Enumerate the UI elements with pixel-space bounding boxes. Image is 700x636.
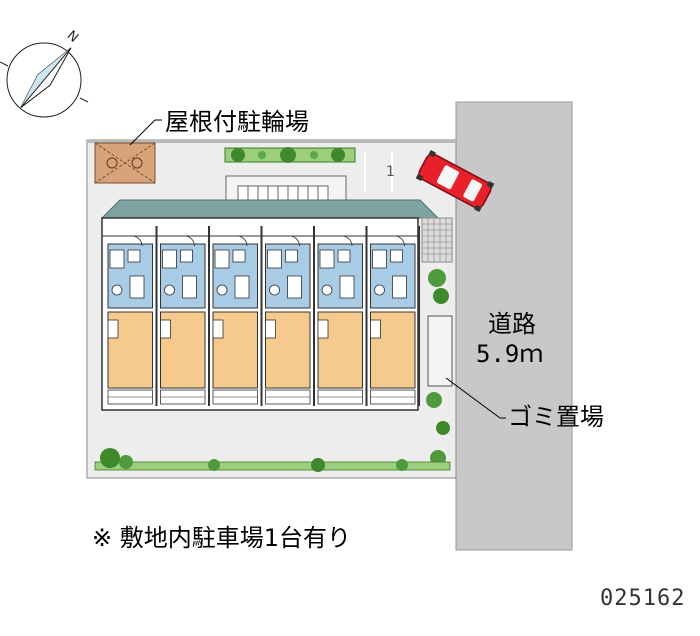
apartment-unit — [370, 226, 420, 406]
building-roof — [100, 199, 440, 219]
apartment-unit — [212, 226, 263, 406]
garbage-area-label: ゴミ置場 — [508, 403, 604, 431]
apartment-unit — [160, 226, 210, 406]
car-icon — [415, 149, 495, 213]
apartment-unit — [107, 226, 158, 406]
parking-space: 1 — [364, 152, 395, 192]
parking-note: ※ 敷地内駐車場1台有り — [92, 524, 352, 552]
apartment-building — [101, 217, 420, 411]
garbage-leader — [445, 377, 501, 419]
garbage-area — [427, 315, 453, 387]
apartment-unit — [265, 226, 315, 406]
bottom-hedge — [94, 448, 451, 472]
road-label: 道路 — [488, 310, 536, 338]
compass-north-letter: N — [64, 28, 81, 46]
top-hedge — [224, 147, 356, 163]
listing-code: 025162 — [600, 586, 686, 611]
compass-icon: N — [0, 28, 89, 118]
bike-label-leader — [129, 119, 156, 146]
road-width-label: 5.9ｍ — [476, 340, 544, 368]
bicycle-parking-label: 屋根付駐輪場 — [165, 108, 309, 136]
parking-number: 1 — [386, 164, 395, 180]
paving-grid — [421, 217, 453, 263]
bicycle-parking-shed — [94, 142, 156, 184]
apartment-unit — [317, 226, 368, 406]
